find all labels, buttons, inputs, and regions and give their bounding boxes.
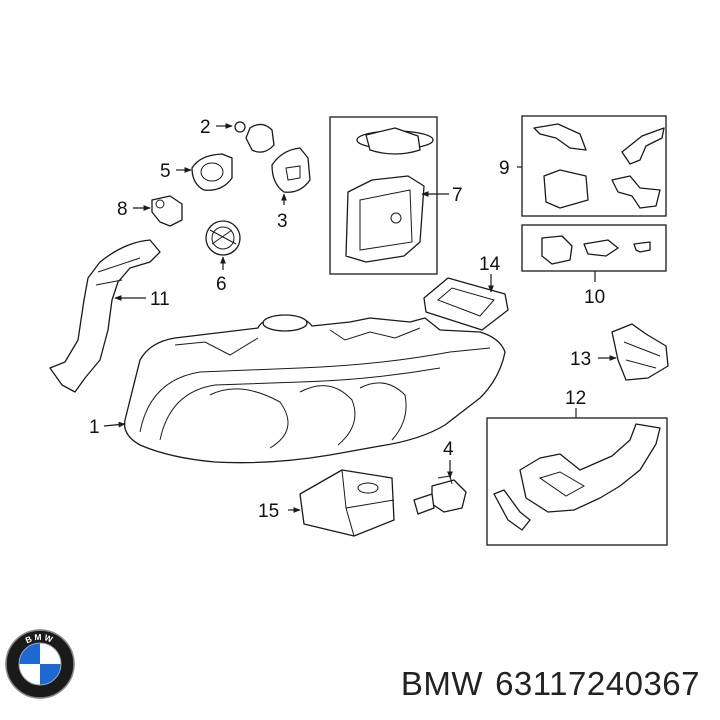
brand-name: BMW [400, 665, 484, 702]
part-13-connector [611, 323, 669, 381]
part-10-box [521, 224, 667, 272]
part-9-box [521, 115, 667, 217]
callout-1: 1 [89, 417, 100, 438]
part-3-cover [271, 147, 311, 193]
callout-12: 12 [565, 388, 586, 409]
part-7-ballast [345, 127, 434, 263]
logo-text: BMW [24, 632, 56, 645]
callout-7: 7 [452, 185, 463, 206]
callout-13: 13 [570, 349, 591, 370]
callout-14: 14 [479, 254, 501, 275]
part-number: 63117240367 [495, 665, 700, 702]
part-12-housing [493, 423, 661, 531]
part-caption: BMW 63117240367 [401, 665, 700, 703]
part-4-bulb [413, 475, 467, 515]
leader-1 [103, 421, 126, 428]
callout-9: 9 [499, 158, 510, 179]
part-2-socket [234, 121, 275, 153]
callout-3: 3 [277, 211, 288, 232]
headlight-assembly [123, 314, 506, 464]
callout-11: 11 [150, 289, 170, 310]
callout-8: 8 [117, 199, 128, 220]
callout-2: 2 [200, 117, 211, 138]
logo-quadrant-br [40, 664, 61, 685]
part-9-brackets [533, 123, 665, 209]
part-10-fasteners [541, 235, 651, 265]
callout-6: 6 [216, 274, 227, 295]
part-8-clip [151, 195, 183, 227]
callout-15: 15 [258, 501, 279, 522]
logo-quadrant-tl [19, 643, 40, 664]
callout-5: 5 [160, 161, 171, 182]
callout-10: 10 [584, 287, 605, 308]
callout-4: 4 [443, 439, 454, 460]
bmw-logo: BMW [5, 629, 75, 699]
part-7-box [329, 116, 438, 275]
part-12-box [486, 417, 668, 546]
part-11-bracket [49, 239, 161, 393]
part-14-plate [423, 277, 509, 331]
part-6-cap [205, 220, 241, 256]
part-5-ring [191, 153, 233, 191]
part-15-control-unit [299, 469, 395, 537]
